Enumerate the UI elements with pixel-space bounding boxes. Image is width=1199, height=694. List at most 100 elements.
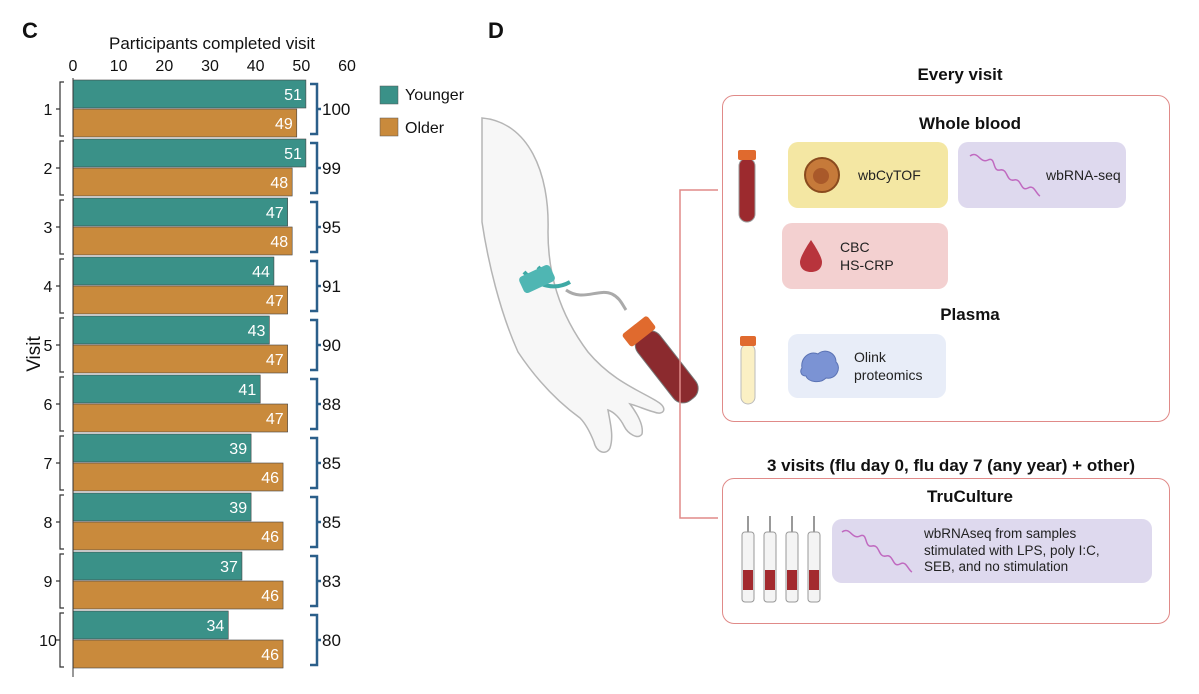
bar-value-label: 48	[270, 234, 288, 251]
collection-tube-icon	[622, 316, 699, 404]
cbc-label: CBC	[840, 238, 870, 255]
bar-value-label: 47	[266, 411, 284, 428]
total-label: 91	[322, 277, 341, 296]
total-label: 90	[322, 336, 341, 355]
category-bracket	[56, 81, 64, 137]
plasma-tube-icon	[740, 336, 756, 405]
bar-older	[72, 226, 293, 256]
bar-younger	[72, 433, 252, 463]
truculture-syringes-icon	[741, 516, 821, 603]
bar-value-label: 39	[229, 500, 247, 517]
bar-value-label: 46	[261, 588, 279, 605]
wbcytof-card: wbCyTOF	[788, 142, 948, 208]
category-bracket	[56, 435, 64, 491]
total-bracket	[310, 554, 321, 608]
arm-illustration	[481, 117, 699, 453]
panel-c-label: C	[22, 18, 38, 43]
total-label: 99	[322, 159, 341, 178]
y-axis-label: Visit	[24, 336, 45, 372]
bar-value-label: 51	[284, 87, 302, 104]
total-bracket	[310, 613, 321, 667]
category-bracket	[56, 553, 64, 609]
bar-value-label: 44	[252, 264, 270, 281]
bar-older	[72, 639, 284, 669]
y-category-label: 8	[44, 515, 53, 532]
bar-younger	[72, 256, 275, 286]
bar-older	[72, 167, 293, 197]
y-category-label: 4	[44, 279, 53, 296]
category-bracket	[56, 199, 64, 255]
bar-older	[72, 521, 284, 551]
wbrnaseq-label: wbRNA-seq	[1046, 166, 1121, 183]
olink-card: Olink proteomics	[788, 334, 946, 398]
bar-value-label: 47	[266, 352, 284, 369]
legend-swatch-younger	[379, 85, 399, 105]
y-category-label: 10	[39, 633, 57, 650]
category-bracket	[56, 258, 64, 314]
cbc-card: CBC HS-CRP	[782, 223, 948, 289]
category-bracket	[56, 494, 64, 550]
bar-value-label: 47	[266, 205, 284, 222]
bar-older	[72, 108, 298, 138]
wbrnaseq-card: wbRNA-seq	[958, 142, 1126, 208]
total-label: 85	[322, 454, 341, 473]
bar-value-label: 39	[229, 441, 247, 458]
bar-value-label: 51	[284, 146, 302, 163]
bar-older	[72, 403, 288, 433]
bar-younger	[72, 374, 261, 404]
y-category-label: 2	[44, 161, 53, 178]
total-label: 88	[322, 395, 341, 414]
bar-younger	[72, 551, 243, 581]
x-tick-label: 10	[110, 58, 128, 75]
olink-label: Olink	[854, 348, 886, 365]
legend-label-younger: Younger	[405, 87, 465, 104]
truculture-card: wbRNAseq from samples stimulated with LP…	[832, 519, 1152, 583]
truculture-line2: stimulated with LPS, poly I:C,	[924, 542, 1100, 558]
bar-older	[72, 462, 284, 492]
bar-younger	[72, 138, 307, 168]
connector-lines	[679, 189, 718, 519]
whole-blood-title: Whole blood	[919, 114, 1021, 133]
total-label: 85	[322, 513, 341, 532]
bar-older	[72, 285, 288, 315]
y-category-label: 3	[44, 220, 53, 237]
bar-younger	[72, 79, 307, 109]
total-bracket	[310, 495, 321, 549]
bar-younger	[72, 610, 229, 640]
bar-younger	[72, 315, 270, 345]
truculture-line1: wbRNAseq from samples	[924, 525, 1077, 541]
bar-value-label: 46	[261, 647, 279, 664]
total-bracket	[310, 436, 321, 490]
total-label: 80	[322, 631, 341, 650]
y-category-label: 1	[44, 102, 53, 119]
x-tick-label: 40	[247, 58, 265, 75]
bar-value-label: 47	[266, 293, 284, 310]
bar-value-label: 43	[248, 323, 266, 340]
arm-shape	[481, 117, 665, 453]
category-bracket	[56, 376, 64, 432]
total-bracket	[310, 377, 321, 431]
bar-older	[72, 580, 284, 610]
bar-older	[72, 344, 288, 374]
total-label: 100	[322, 100, 350, 119]
protein-icon	[800, 350, 839, 383]
bar-value-label: 34	[206, 618, 224, 635]
category-bracket	[56, 140, 64, 196]
x-tick-label: 60	[338, 58, 356, 75]
total-bracket	[310, 318, 321, 372]
x-tick-label: 20	[155, 58, 173, 75]
rna-strand-icon-2	[841, 529, 913, 573]
blood-drop-icon	[800, 240, 822, 272]
plasma-title: Plasma	[940, 305, 1000, 324]
total-bracket	[310, 82, 321, 136]
truculture-title: TruCulture	[927, 487, 1013, 506]
rna-strand-icon	[969, 153, 1041, 197]
bar-value-label: 48	[270, 175, 288, 192]
whole-blood-tube-icon	[738, 150, 756, 223]
y-category-label: 5	[44, 338, 53, 355]
x-tick-label: 50	[292, 58, 310, 75]
truculture-line3: SEB, and no stimulation	[924, 559, 1069, 575]
x-axis-label: Participants completed visit	[109, 34, 315, 53]
y-category-label: 9	[44, 574, 53, 591]
